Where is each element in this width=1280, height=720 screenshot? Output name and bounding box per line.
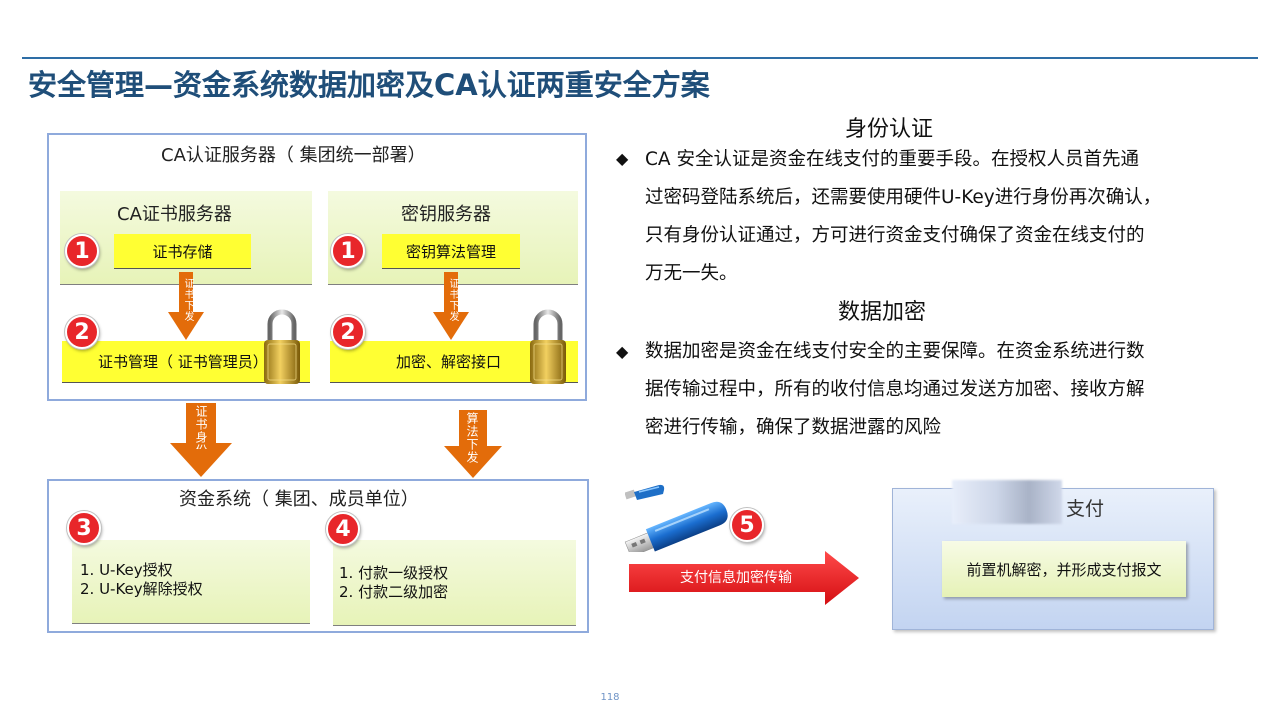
identity-arrow-label: 证书身份对 [194, 405, 208, 449]
cert-issue-arrow-right-label: 证书下发 [447, 278, 458, 322]
page-number: 118 [600, 692, 620, 703]
cert-issue-arrow-right [433, 272, 469, 340]
page-title: 安全管理—资金系统数据加密及CA认证两重安全方案 [28, 68, 710, 102]
key-algorithm-box: 密钥算法管理 [382, 234, 520, 269]
step-1-badge-key: 1 [331, 234, 365, 268]
identity-line-4: 万无一失。 [645, 263, 738, 284]
usb-key-icon [624, 501, 728, 552]
step-2-badge-key: 2 [331, 315, 365, 349]
encryption-line-2: 据传输过程中，所有的收付信息均通过发送方加密、接收方解 [645, 379, 1145, 400]
payment-auth-item-1: 1. 付款一级授权 [339, 564, 449, 582]
encrypted-transfer-label: 支付信息加密传输 [680, 570, 792, 586]
ukey-auth-item-1: 1. U-Key授权 [80, 561, 173, 579]
bank-label: 支付 [1066, 498, 1105, 520]
front-end-decrypt-box: 前置机解密，并形成支付报文 [942, 541, 1186, 597]
encryption-line-3: 密进行传输，确保了数据泄露的风险 [645, 417, 942, 438]
top-divider [22, 57, 1258, 59]
encrypted-transfer-arrow [629, 551, 859, 605]
ca-server-title: CA认证服务器（ 集团统一部署） [161, 145, 426, 166]
encryption-heading: 数据加密 [838, 300, 927, 325]
step-5-badge: 5 [730, 508, 764, 542]
step-1-badge-cert: 1 [65, 234, 99, 268]
key-server-title: 密钥服务器 [401, 204, 491, 225]
bank-name-blurred [952, 480, 1062, 524]
encryption-bullet: ◆ [616, 342, 629, 361]
encryption-line-1: 数据加密是资金在线支付安全的主要保障。在资金系统进行数 [645, 341, 1145, 362]
identity-paragraph: CA 安全认证是资金在线支付的重要手段。在授权人员首先通 过密码登陆系统后，还需… [645, 141, 1245, 293]
identity-line-2: 过密码登陆系统后，还需要使用硬件U-Key进行身份再次确认， [645, 187, 1162, 208]
algorithm-arrow [444, 410, 502, 478]
step-3-badge: 3 [67, 511, 101, 545]
ukey-auth-list: 1. U-Key授权 2. U-Key解除授权 [80, 561, 203, 599]
padlock-icon [530, 309, 566, 384]
step-4-badge: 4 [326, 512, 360, 546]
padlock-icon [264, 309, 300, 384]
identity-heading: 身份认证 [845, 117, 934, 142]
identity-arrow [170, 403, 232, 477]
usb-key-small-icon [625, 484, 665, 500]
identity-bullet: ◆ [616, 149, 629, 168]
cert-issue-arrow-left [168, 272, 204, 340]
identity-line-1: CA 安全认证是资金在线支付的重要手段。在授权人员首先通 [645, 149, 1139, 170]
encryption-paragraph: 数据加密是资金在线支付安全的主要保障。在资金系统进行数 据传输过程中，所有的收付… [645, 333, 1245, 447]
step-2-badge-cert: 2 [65, 315, 99, 349]
payment-auth-list: 1. 付款一级授权 2. 付款二级加密 [339, 564, 448, 602]
algorithm-arrow-label: 算法下发 [465, 412, 479, 464]
cert-storage-box: 证书存储 [114, 234, 251, 269]
cert-server-title: CA证书服务器 [117, 204, 232, 225]
ukey-auth-item-2: 2. U-Key解除授权 [80, 580, 203, 598]
fund-system-title: 资金系统（ 集团、成员单位） [179, 489, 419, 510]
payment-auth-panel [333, 540, 576, 626]
cert-issue-arrow-left-label: 证书下发 [182, 278, 193, 322]
identity-line-3: 只有身份认证通过，方可进行资金支付确保了资金在线支付的 [645, 225, 1145, 246]
payment-auth-item-2: 2. 付款二级加密 [339, 583, 449, 601]
ukey-auth-panel [72, 540, 310, 624]
